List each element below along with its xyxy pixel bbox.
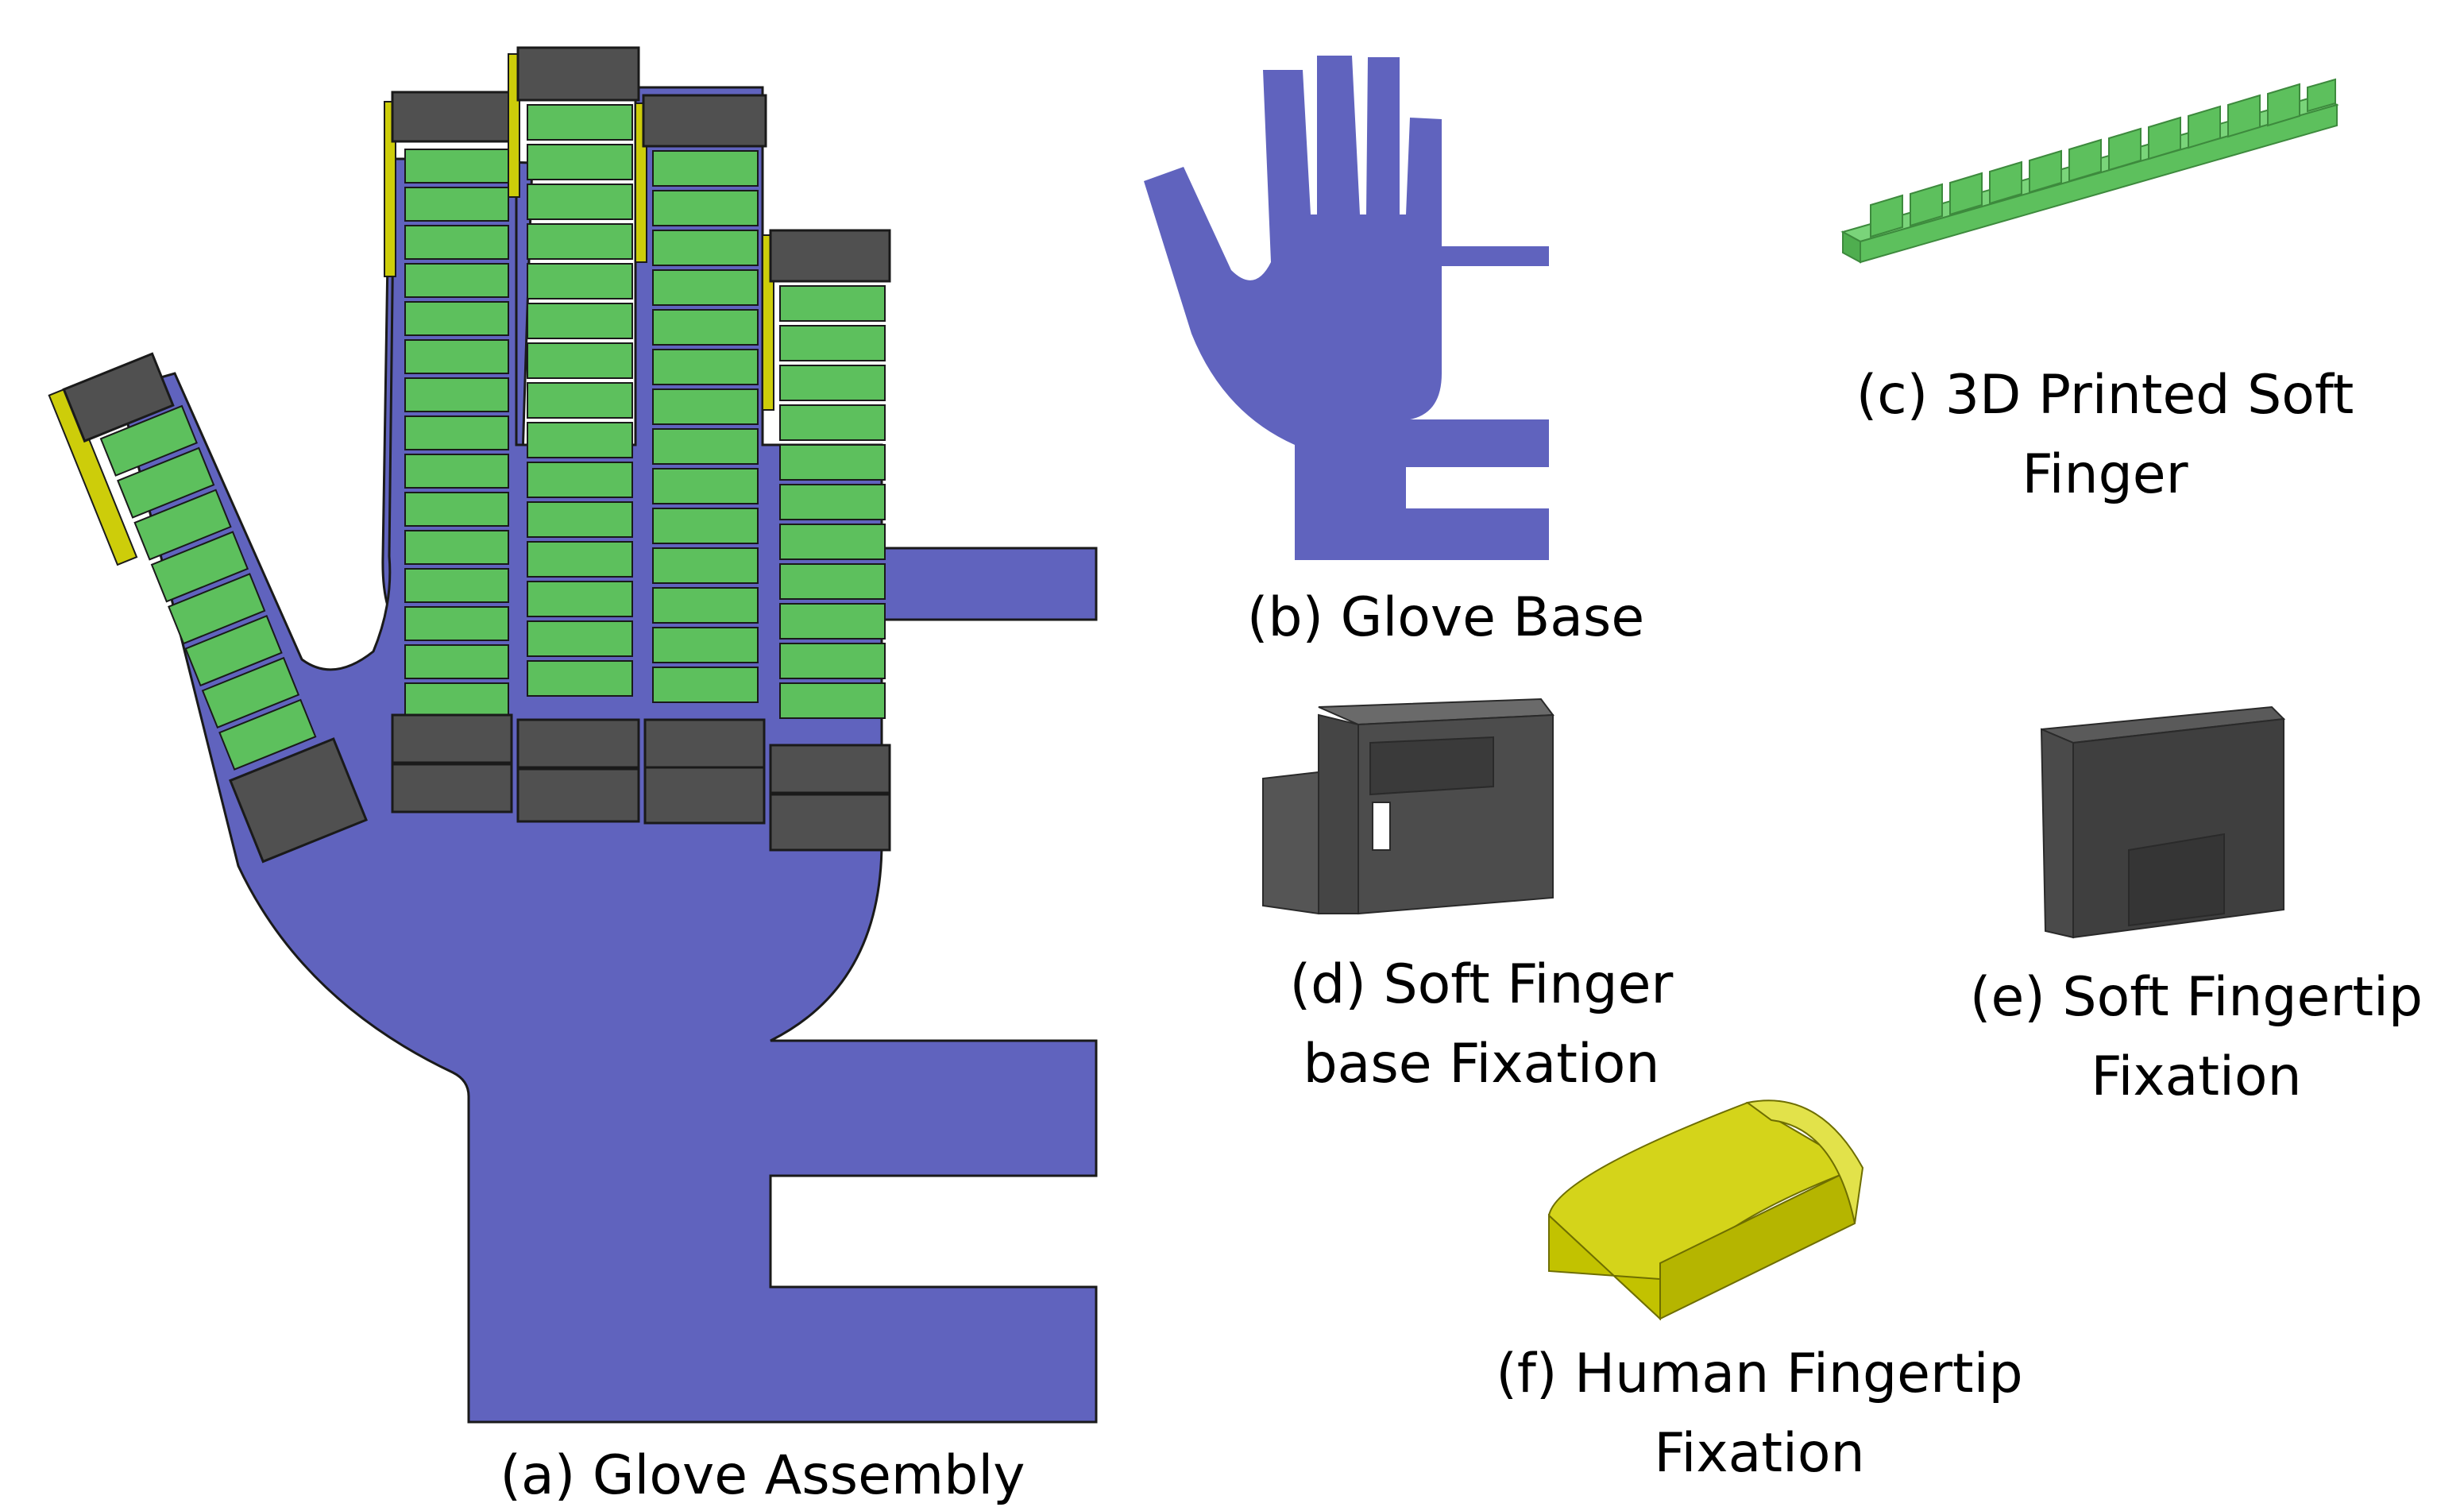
ring-soft-finger [635,94,767,825]
base-fixation-left-block [1262,771,1319,915]
little-tip-cap [769,229,891,283]
panel-e-fingertip-fixation: (e) Soft Fingertip Fixation [1970,705,2423,1108]
ring-segments [652,150,759,703]
index-fingertip-fixation [384,101,396,277]
caption-e-line1: (e) Soft Fingertip [1970,966,2423,1029]
panel-d-base-fixation: (d) Soft Finger base Fixation [1262,698,1674,1096]
panel-a-glove-assembly: (a) Glove Assembly [48,46,1098,1507]
caption-a: (a) Glove Assembly [500,1444,1025,1507]
soft-finger-teeth [1870,78,2336,238]
little-soft-finger [762,229,891,852]
thumb-base-fixation [229,737,368,864]
human-fingertip-fixation-3d-model [1547,1099,1864,1321]
caption-d-line2: base Fixation [1303,1033,1660,1096]
ring-base-fixation-upper [643,718,766,769]
human-fixation-end-arch [1745,1099,1864,1224]
caption-e-line2: Fixation [2091,1045,2301,1108]
panel-c-soft-finger: (c) 3D Printed Soft Finger [1840,78,2354,506]
caption-f-line1: (f) Human Fingertip [1496,1343,2022,1405]
index-tip-cap [391,91,513,143]
soft-finger-3d-model [1840,78,2339,264]
fingertip-fixation-left [2040,728,2074,939]
soft-finger-front-face [1860,103,2338,264]
panel-b-glove-base: (b) Glove Base [1144,56,1644,649]
thumb-fingertip-fixation [48,386,138,566]
fingertip-fixation-slot [2128,833,2225,927]
base-fixation-front [1318,713,1359,914]
caption-f-line2: Fixation [1654,1422,1864,1485]
thumb-segments [99,404,317,771]
caption-d-line1: (d) Soft Finger [1290,953,1674,1016]
index-base-fixation-lower [391,763,513,813]
middle-tip-cap [516,46,640,102]
panel-f-human-fingertip-fixation: (f) Human Fingertip Fixation [1496,1099,2023,1485]
little-segments [779,285,886,719]
thumb-soft-finger [48,352,368,864]
little-base-fixation-upper [769,744,891,794]
base-fixation-3d-model [1262,698,1554,915]
middle-base-fixation-upper [516,718,640,769]
little-base-fixation-lower [769,793,891,852]
glove-base-shape [1144,56,1549,560]
fingertip-fixation-front [2072,717,2284,939]
index-base-fixation-upper [391,713,513,764]
base-fixation-window [1372,802,1391,851]
index-segments [404,149,509,717]
caption-c-line1: (c) 3D Printed Soft [1856,364,2354,427]
base-fixation-inner-slot [1369,736,1494,796]
ring-tip-cap [642,94,767,148]
fingertip-fixation-3d-model [2040,705,2286,939]
caption-c-line2: Finger [2022,443,2188,506]
caption-b: (b) Glove Base [1247,586,1644,649]
ring-base-fixation-lower [643,766,766,825]
thumb-tip-cap [62,352,175,443]
index-soft-finger [384,91,513,813]
middle-base-fixation-lower [516,767,640,823]
middle-segments [527,104,633,697]
middle-soft-finger [508,46,640,823]
